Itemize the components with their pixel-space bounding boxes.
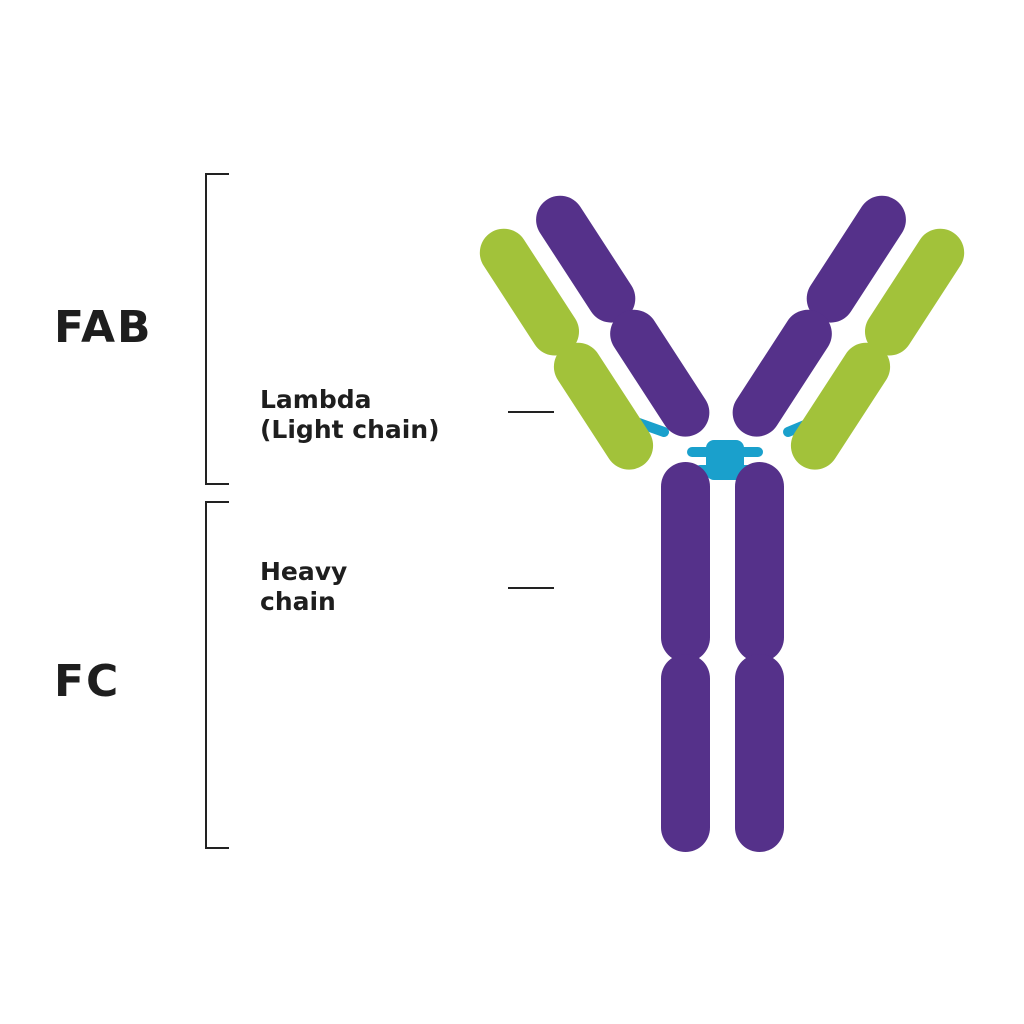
left-heavy-chain-constant-domain	[610, 309, 710, 437]
right-light-chain	[790, 228, 965, 470]
left-light-chain-variable-domain	[479, 228, 580, 356]
left-fc-upper-domain	[661, 462, 710, 662]
left-light-chain-constant-domain	[553, 342, 654, 470]
fc-bracket	[205, 501, 229, 849]
left-light-chain	[479, 228, 654, 470]
fab-label: FAB	[54, 302, 153, 353]
left-heavy-chain-fab	[536, 195, 710, 437]
heavy-chain-label-line-1: Heavy	[260, 557, 348, 586]
heavy-chain-label-line-2: chain	[260, 587, 336, 616]
hinge-knot	[706, 440, 744, 480]
right-heavy-chain-fab	[732, 195, 906, 437]
light-chain-label-line-2: (Light chain)	[260, 415, 440, 444]
left-fc-lower-domain	[661, 654, 710, 852]
right-light-chain-constant-domain	[790, 342, 891, 470]
right-fc-upper-domain	[735, 462, 784, 662]
heavy-chain-label: Heavy chain	[260, 557, 347, 617]
fc-label: FC	[54, 656, 121, 707]
light-chain-label-line-1: Lambda	[260, 385, 372, 414]
right-heavy-chain-constant-domain	[732, 309, 832, 437]
left-heavy-chain-variable-domain	[536, 195, 636, 323]
right-fc-lower-domain	[735, 654, 784, 852]
fc-region	[661, 462, 784, 852]
right-light-chain-variable-domain	[864, 228, 965, 356]
fab-bracket	[205, 173, 229, 485]
right-heavy-chain-variable-domain	[806, 195, 906, 323]
light-chain-label: Lambda (Light chain)	[260, 385, 440, 445]
